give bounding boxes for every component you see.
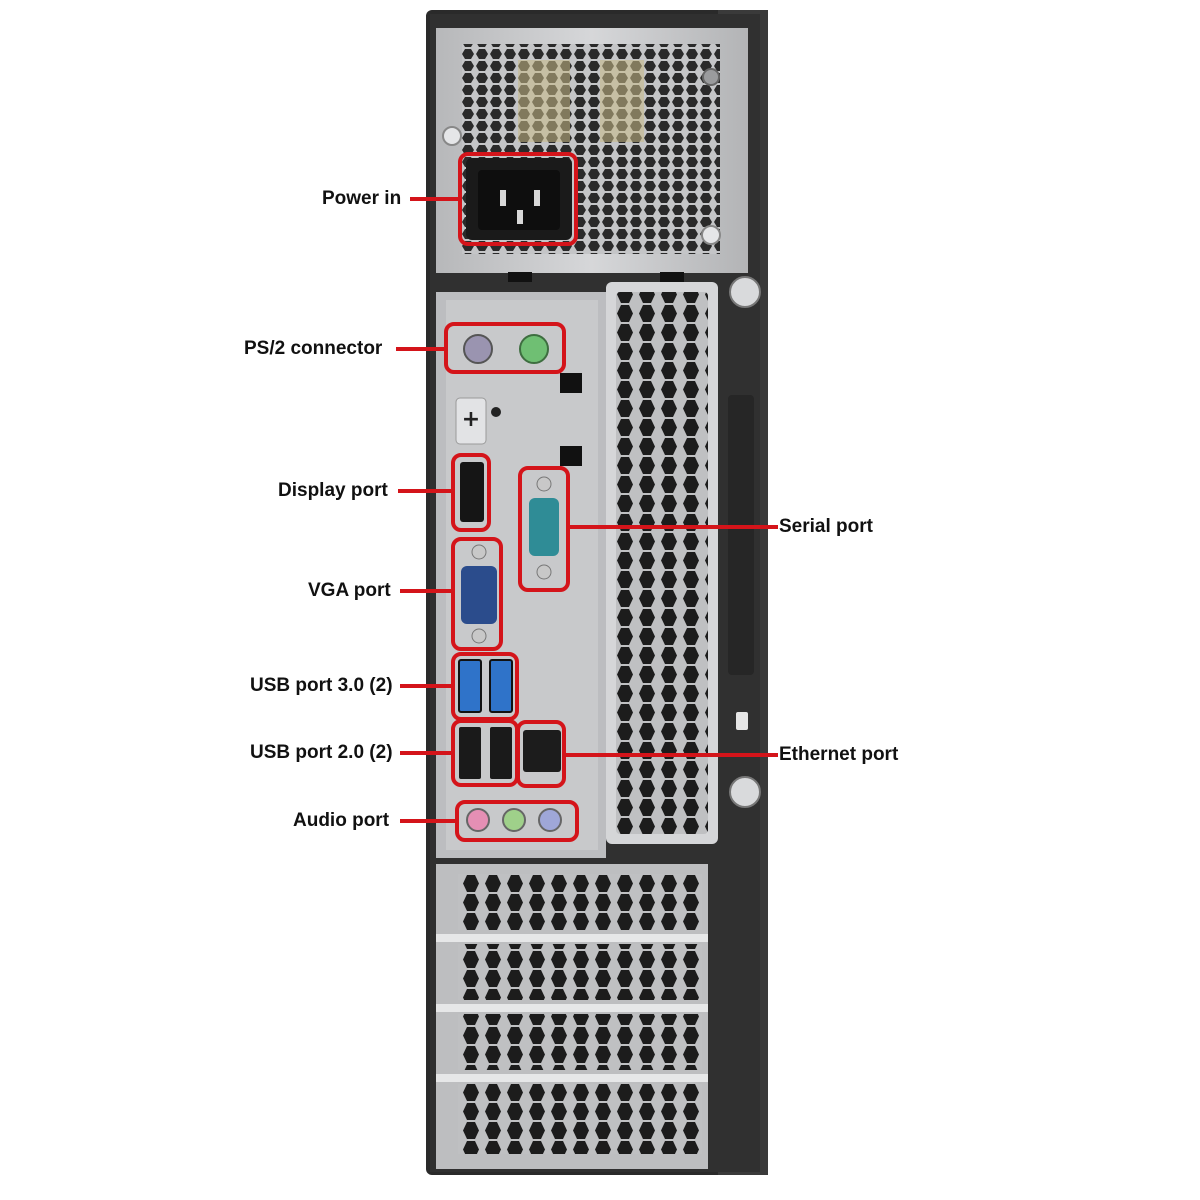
thumb-screw-icon bbox=[729, 776, 761, 808]
audio-jacks bbox=[466, 808, 562, 832]
usb2-port-icon bbox=[490, 727, 512, 779]
ps2-ports bbox=[463, 334, 549, 364]
rear-vent-grille bbox=[606, 282, 718, 844]
usb3-port-icon bbox=[458, 659, 482, 713]
line-in-jack-icon bbox=[538, 808, 562, 832]
label-serial-port: Serial port bbox=[779, 516, 873, 537]
label-vga-port: VGA port bbox=[308, 580, 391, 601]
displayport-icon bbox=[460, 462, 484, 522]
screw-icon bbox=[701, 225, 721, 245]
vga-highlight bbox=[451, 537, 503, 651]
ps2-keyboard-icon bbox=[463, 334, 493, 364]
label-ethernet-port: Ethernet port bbox=[779, 744, 899, 765]
svg-text:+: + bbox=[462, 407, 480, 432]
screw-icon bbox=[442, 126, 462, 146]
serial-connector bbox=[529, 476, 559, 580]
label-ps2-connector: PS/2 connector bbox=[244, 338, 383, 359]
label-audio-port: Audio port bbox=[293, 810, 390, 831]
power-supply-panel bbox=[436, 28, 748, 273]
thumb-screw-icon bbox=[729, 276, 761, 308]
label-usb-20: USB port 2.0 (2) bbox=[250, 742, 393, 763]
usb2-ports bbox=[459, 727, 512, 779]
label-power-in: Power in bbox=[322, 188, 402, 209]
ethernet-jack-icon bbox=[523, 730, 561, 772]
ps2-mouse-icon bbox=[519, 334, 549, 364]
expansion-slots bbox=[436, 864, 708, 1169]
leader-lines bbox=[396, 197, 778, 823]
line-out-jack-icon bbox=[502, 808, 526, 832]
usb2-port-icon bbox=[459, 727, 481, 779]
usb3-ports bbox=[458, 659, 513, 713]
label-usb-30: USB port 3.0 (2) bbox=[250, 675, 393, 696]
label-display-port: Display port bbox=[278, 480, 388, 501]
mic-jack-icon bbox=[466, 808, 490, 832]
vga-connector bbox=[461, 544, 497, 644]
usb3-port-icon bbox=[489, 659, 513, 713]
